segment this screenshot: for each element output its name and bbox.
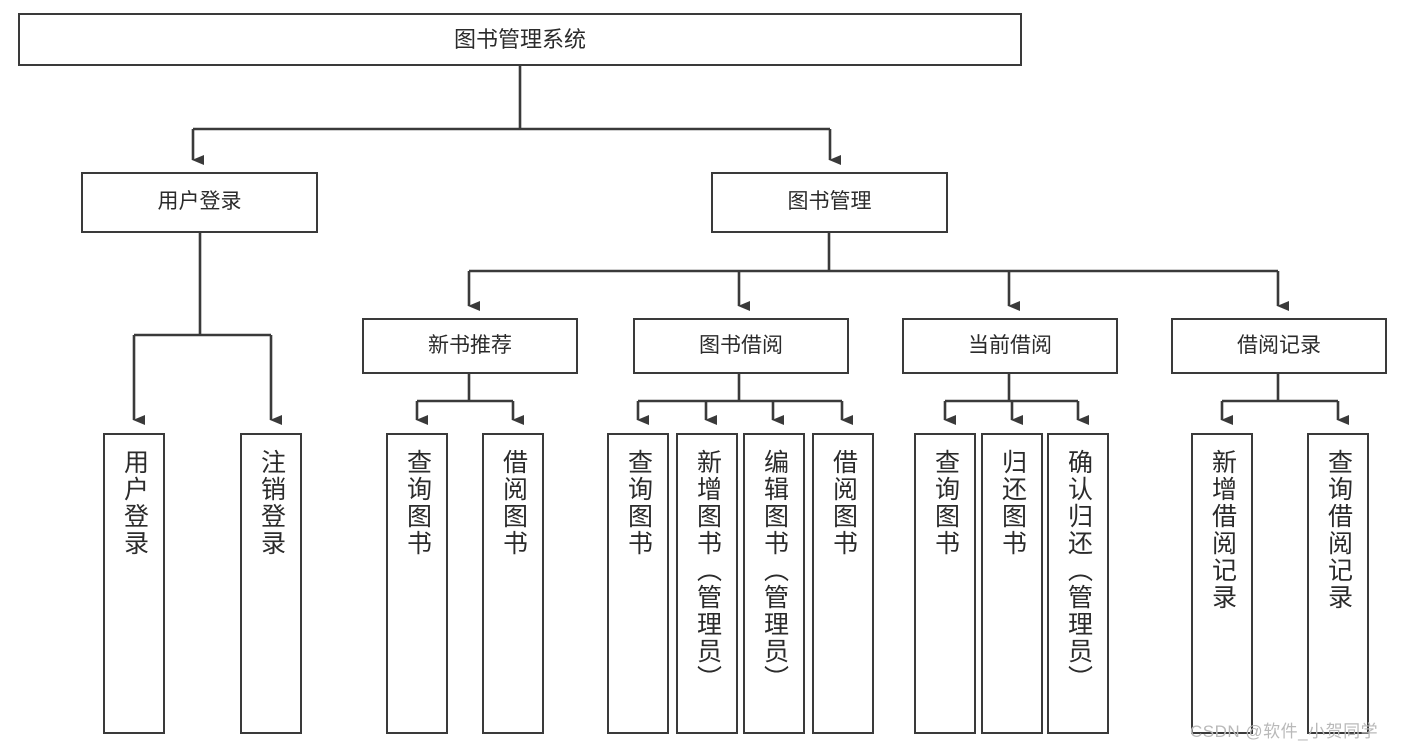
node-leaf-query-book-1-label: 查询图书 [403,449,432,557]
node-leaf-add-record[interactable]: 新增借阅记录 [1191,433,1253,734]
node-leaf-logout[interactable]: 注销登录 [240,433,302,734]
node-user-login-label: 用户登录 [157,190,242,214]
node-leaf-borrow-book-1[interactable]: 借阅图书 [482,433,544,734]
node-current-borrow[interactable]: 当前借阅 [902,318,1118,374]
node-new-book-recommend[interactable]: 新书推荐 [362,318,578,374]
node-leaf-query-book-3[interactable]: 查询图书 [914,433,976,734]
node-leaf-query-book-3-label: 查询图书 [931,449,960,557]
node-leaf-query-book-2-label: 查询图书 [624,449,653,557]
node-current-borrow-label: 当前借阅 [968,333,1052,357]
node-leaf-add-record-label: 新增借阅记录 [1208,449,1237,611]
node-leaf-logout-label: 注销登录 [257,449,286,557]
node-leaf-add-book-label: 新增图书（管理员） [693,449,722,692]
node-borrow-record[interactable]: 借阅记录 [1171,318,1387,374]
node-leaf-borrow-book-2[interactable]: 借阅图书 [812,433,874,734]
node-user-login[interactable]: 用户登录 [81,172,318,233]
node-leaf-query-record-label: 查询借阅记录 [1324,449,1353,611]
csdn-watermark: CSDN @软件_小贺同学 [1190,722,1379,741]
node-leaf-user-login[interactable]: 用户登录 [103,433,165,734]
node-leaf-edit-book-label: 编辑图书（管理员） [760,449,789,692]
node-leaf-query-book-1[interactable]: 查询图书 [386,433,448,734]
node-borrow-record-label: 借阅记录 [1237,333,1321,357]
node-root-label: 图书管理系统 [453,26,586,52]
node-leaf-add-book[interactable]: 新增图书（管理员） [676,433,738,734]
node-new-book-recommend-label: 新书推荐 [428,333,512,357]
node-leaf-confirm-return-label: 确认归还（管理员） [1064,449,1093,692]
node-leaf-user-login-label: 用户登录 [120,449,149,557]
node-leaf-borrow-book-2-label: 借阅图书 [829,449,858,557]
node-leaf-edit-book[interactable]: 编辑图书（管理员） [743,433,805,734]
node-leaf-query-book-2[interactable]: 查询图书 [607,433,669,734]
node-book-management[interactable]: 图书管理 [711,172,948,233]
node-leaf-return-book-label: 归还图书 [998,449,1027,557]
node-leaf-confirm-return[interactable]: 确认归还（管理员） [1047,433,1109,734]
node-leaf-borrow-book-1-label: 借阅图书 [499,449,528,557]
node-book-management-label: 图书管理 [787,190,872,214]
node-root[interactable]: 图书管理系统 [18,13,1022,66]
node-book-borrow-label: 图书借阅 [699,333,783,357]
node-book-borrow[interactable]: 图书借阅 [633,318,849,374]
node-leaf-return-book[interactable]: 归还图书 [981,433,1043,734]
node-leaf-query-record[interactable]: 查询借阅记录 [1307,433,1369,734]
